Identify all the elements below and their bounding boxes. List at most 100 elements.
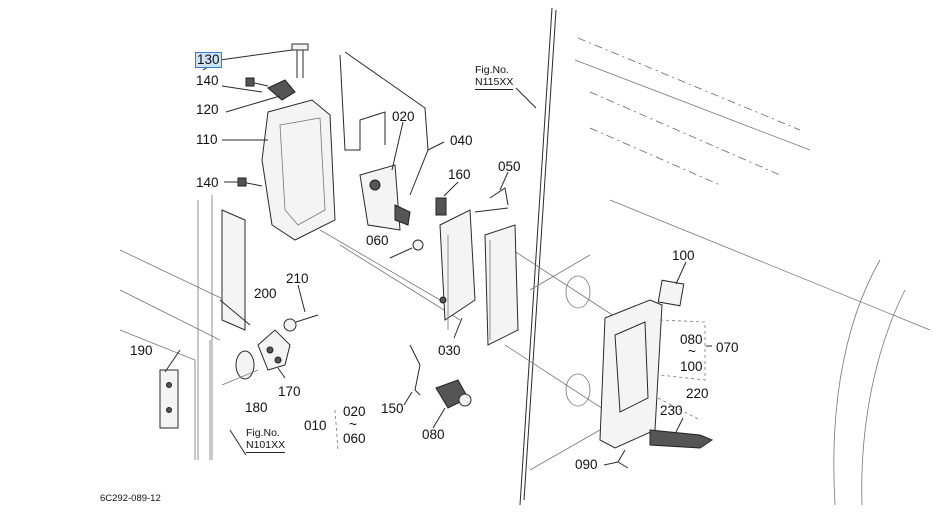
bolt-head-130 (291, 43, 309, 51)
leader-150 (403, 391, 413, 406)
lock-face (458, 393, 472, 407)
range-tilde-010: ~ (349, 417, 357, 432)
leader-090 (603, 461, 619, 466)
door-frame-lines (119, 249, 226, 460)
keys-leader (657, 397, 701, 421)
fig-ref-bottom[interactable]: Fig.No. N101XX (246, 427, 286, 454)
part-label-060[interactable]: 060 (366, 233, 389, 248)
part-label-120[interactable]: 120 (196, 102, 219, 117)
spring-050 (474, 187, 509, 213)
part-label-060-range[interactable]: 060 (343, 431, 366, 446)
screw-heads-140 (237, 77, 255, 187)
bracket-030-right (484, 224, 519, 346)
plate-190 (159, 369, 179, 429)
cab-edge-line (519, 7, 553, 506)
bracket-170 (257, 329, 291, 371)
leader-020 (391, 121, 404, 171)
part-label-100[interactable]: 100 (672, 248, 695, 263)
latch-mechanism-020 (359, 164, 401, 231)
fig-ref-top-line2: N115XX (475, 76, 514, 91)
latch-cam (394, 204, 411, 226)
diagram-code: 6C292-089-12 (100, 493, 161, 504)
bolt-130 (296, 48, 304, 78)
bracket-170-hole-2 (274, 356, 282, 364)
washer-200 (283, 318, 297, 332)
leader-fig-top (515, 87, 537, 109)
window-frame-lines (577, 37, 801, 186)
keys-230 (649, 429, 714, 449)
rod-040 (344, 51, 429, 196)
plate-hole-1 (166, 382, 172, 388)
part-label-070[interactable]: 070 (716, 340, 739, 355)
leader-160 (443, 181, 459, 197)
bolt-160 (435, 197, 447, 216)
leader-080 (432, 407, 446, 429)
cab-curve-lines (833, 259, 906, 506)
clip-090 (617, 449, 629, 469)
part-label-180[interactable]: 180 (245, 400, 268, 415)
part-label-100-range[interactable]: 100 (680, 359, 703, 374)
part-label-040[interactable]: 040 (450, 133, 473, 148)
part-label-080[interactable]: 080 (422, 427, 445, 442)
cab-panel-lines (574, 59, 931, 331)
bolt-210 (295, 314, 319, 323)
handle-grip (614, 321, 649, 413)
part-label-030[interactable]: 030 (438, 343, 461, 358)
assembly-lines (319, 229, 461, 321)
part-label-190[interactable]: 190 (130, 343, 153, 358)
plate-hole-2 (166, 407, 172, 413)
fig-ref-top[interactable]: Fig.No. N115XX (475, 64, 514, 91)
fig-ref-top-line1: Fig.No. (475, 64, 509, 76)
rod-150 (409, 344, 421, 396)
part-label-140-bottom[interactable]: 140 (196, 175, 219, 190)
part-label-170[interactable]: 170 (278, 384, 301, 399)
latch-housing-110 (261, 99, 336, 241)
fig-ref-bottom-line2: N101XX (246, 439, 286, 454)
part-label-020[interactable]: 020 (392, 109, 415, 124)
leader-200 (219, 299, 251, 326)
group-010-bracket (334, 409, 339, 451)
leader-030 (453, 317, 463, 339)
screw-060-head (412, 239, 424, 251)
leader-fig-bottom (229, 429, 247, 456)
leader-100 (675, 261, 687, 285)
door-edge-lines (529, 254, 601, 471)
part-label-050[interactable]: 050 (498, 159, 521, 174)
part-label-200[interactable]: 200 (254, 286, 277, 301)
bracket-edges (447, 235, 491, 340)
part-label-010[interactable]: 010 (304, 418, 327, 433)
part-label-220[interactable]: 220 (686, 386, 709, 401)
bracket-170-hole-1 (266, 346, 274, 354)
leader-120 (225, 95, 281, 113)
bracket-070-group (659, 319, 706, 381)
part-label-130[interactable]: 130 (195, 52, 222, 68)
bracket-030-left (439, 209, 476, 321)
part-label-210[interactable]: 210 (286, 271, 309, 286)
rod-connection (339, 54, 386, 151)
part-label-090[interactable]: 090 (575, 457, 598, 472)
leader-180 (221, 369, 259, 386)
part-label-230[interactable]: 230 (660, 403, 683, 418)
mount-hole-2 (565, 373, 591, 407)
screw-060 (389, 247, 413, 259)
cab-edge-line-2 (523, 9, 557, 501)
part-label-150[interactable]: 150 (381, 401, 404, 416)
bracket-bolt (439, 296, 447, 304)
housing-inner (279, 117, 326, 226)
washer-180 (235, 350, 255, 380)
part-label-020-range[interactable]: 020 (343, 404, 366, 419)
part-label-160[interactable]: 160 (448, 167, 471, 182)
leader-190 (164, 349, 181, 373)
leader-210 (297, 284, 306, 313)
leader-050 (499, 171, 509, 191)
striker-plate (221, 209, 246, 331)
part-label-140-top[interactable]: 140 (196, 73, 219, 88)
leader-140a (221, 85, 263, 93)
latch-pivot (369, 179, 381, 191)
frame-post (197, 195, 213, 460)
part-label-110[interactable]: 110 (196, 132, 218, 147)
mount-hole-1 (565, 275, 591, 309)
part-label-080-range[interactable]: 080 (680, 332, 703, 347)
